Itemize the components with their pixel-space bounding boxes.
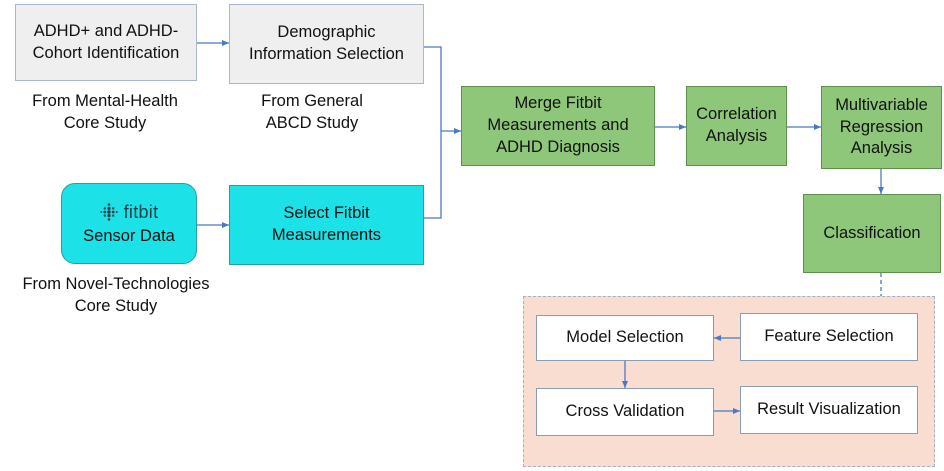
merge-box: Merge Fitbit Measurements and ADHD Diagn…: [461, 86, 655, 166]
result-visualization-box: Result Visualization: [740, 386, 918, 434]
sensor-data-label: Sensor Data: [83, 226, 175, 245]
cross-validation-label: Cross Validation: [565, 402, 685, 421]
demographic-selection-box: Demographic Information Selection: [229, 4, 424, 84]
feature-selection-box: Feature Selection: [740, 313, 918, 361]
fitbit-wordmark: fitbit: [123, 201, 159, 222]
model-selection-label: Model Selection: [566, 328, 684, 347]
select-fitbit-box: Select Fitbit Measurements: [229, 185, 424, 265]
classification-label: Classification: [823, 223, 921, 242]
merge-label: Merge Fitbit Measurements and ADHD Diagn…: [487, 94, 629, 156]
select-fitbit-label: Select Fitbit Measurements: [271, 204, 382, 244]
cohort-identification-label: ADHD+ and ADHD- Cohort Identification: [32, 21, 180, 62]
fitbit-dots-icon: [99, 203, 118, 221]
bracket-demographic: [424, 46, 442, 131]
novel-technologies-caption: From Novel-Technologies Core Study: [22, 275, 210, 315]
cohort-identification-box: ADHD+ and ADHD- Cohort Identification: [15, 4, 197, 81]
classification-box: Classification: [803, 194, 941, 273]
mental-health-caption: From Mental-Health Core Study: [32, 92, 178, 132]
correlation-label: Correlation Analysis: [696, 105, 777, 145]
bracket-select-fitbit: [424, 131, 442, 219]
cross-validation-box: Cross Validation: [536, 388, 714, 436]
general-abcd-caption: From General ABCD Study: [261, 92, 363, 132]
fitbit-sensor-data-box: fitbit Sensor Data: [61, 183, 197, 264]
model-selection-box: Model Selection: [536, 315, 714, 361]
regression-box: Multivariable Regression Analysis: [821, 86, 942, 169]
result-visualization-label: Result Visualization: [757, 400, 901, 419]
regression-label: Multivariable Regression Analysis: [835, 95, 928, 158]
demographic-selection-label: Demographic Information Selection: [248, 23, 404, 63]
feature-selection-label: Feature Selection: [764, 327, 894, 346]
fitbit-logo: fitbit: [99, 201, 159, 223]
correlation-box: Correlation Analysis: [686, 86, 787, 166]
